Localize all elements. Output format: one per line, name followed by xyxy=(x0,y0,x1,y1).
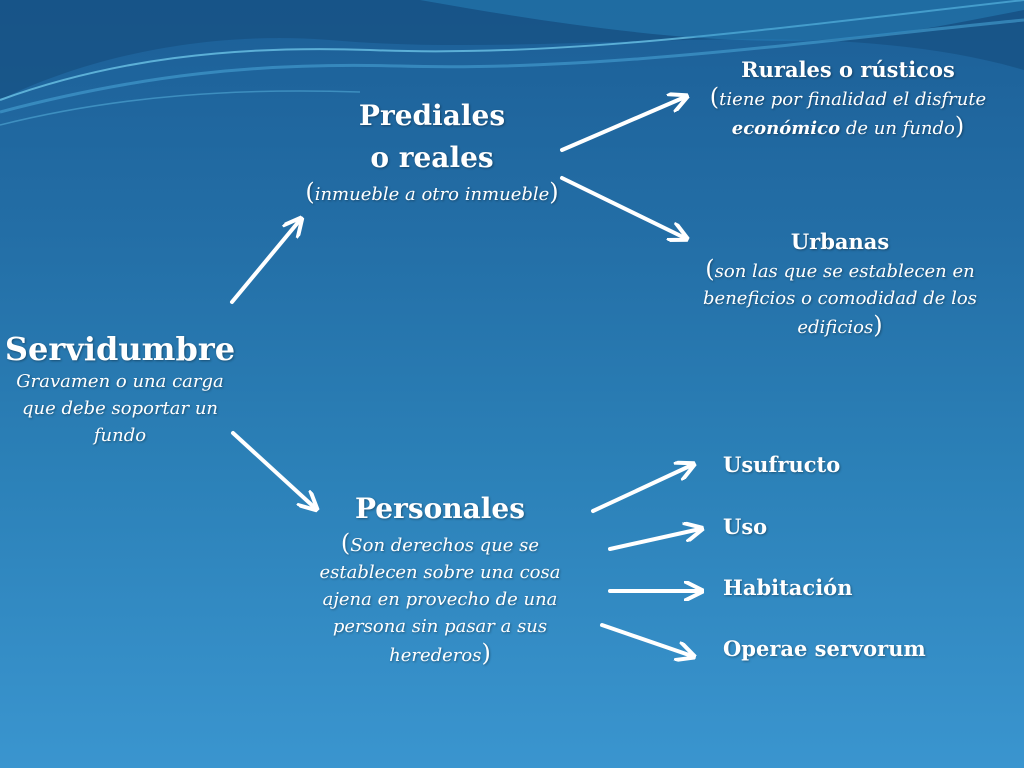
leaf-uso: Uso xyxy=(723,514,768,539)
prediales-paren-close: ) xyxy=(549,178,559,206)
rurales-desc-bold: económico xyxy=(731,118,841,139)
urbanas-title: Urbanas xyxy=(790,229,890,254)
arrow-personales-usufructo xyxy=(591,465,692,513)
urbanas-paren-close: ) xyxy=(873,311,883,339)
rurales-desc-b: de un fundo xyxy=(840,118,955,139)
rurales-paren-open: ( xyxy=(709,83,720,111)
arrow-personales-operae xyxy=(600,623,692,656)
prediales-title-line2: o reales xyxy=(370,141,494,174)
node-rurales: Rurales o rústicos (tiene por finalidad … xyxy=(708,56,988,142)
servidumbre-desc: Gravamen o una carga que debe soportar u… xyxy=(16,371,224,446)
personales-paren-close: ) xyxy=(481,639,491,667)
arrow-prediales-urbanas xyxy=(560,176,685,238)
urbanas-desc: son las que se establecen en beneficios … xyxy=(703,261,977,338)
rurales-desc-wrap: (tiene por finalidad el disfrute económi… xyxy=(708,84,988,142)
prediales-desc: inmueble a otro inmueble xyxy=(314,184,550,205)
urbanas-desc-wrap: (son las que se establecen en beneficios… xyxy=(690,256,990,341)
arrow-prediales-rurales xyxy=(560,97,685,152)
prediales-title-line1: Prediales xyxy=(358,99,506,132)
arrow-servidumbre-prediales xyxy=(230,220,300,304)
rurales-desc-a: tiene por finalidad el disfrute xyxy=(719,89,987,110)
node-prediales: Prediales o reales (inmueble a otro inmu… xyxy=(292,95,572,208)
leaf-habitacion: Habitación xyxy=(723,575,853,600)
arrow-servidumbre-personales xyxy=(231,431,315,508)
urbanas-paren-open: ( xyxy=(705,255,715,283)
rurales-title: Rurales o rústicos xyxy=(741,57,955,82)
prediales-desc-wrap: (inmueble a otro inmueble) xyxy=(292,179,572,208)
node-personales: Personales (Son derechos que se establec… xyxy=(306,488,574,669)
servidumbre-title: Servidumbre xyxy=(4,330,236,368)
leaf-operae-servorum: Operae servorum xyxy=(723,636,926,661)
node-urbanas: Urbanas (son las que se establecen en be… xyxy=(690,228,990,341)
rurales-paren-close: ) xyxy=(954,112,965,140)
personales-desc-wrap: (Son derechos que se establecen sobre un… xyxy=(306,530,574,669)
prediales-paren-open: ( xyxy=(305,178,315,206)
personales-desc: Son derechos que se establecen sobre una… xyxy=(319,535,561,666)
arrow-personales-uso xyxy=(608,529,700,551)
personales-title: Personales xyxy=(354,492,526,525)
leaf-usufructo: Usufructo xyxy=(723,452,841,477)
personales-paren-open: ( xyxy=(340,529,351,557)
node-servidumbre: Servidumbre Gravamen o una carga que deb… xyxy=(0,330,240,449)
